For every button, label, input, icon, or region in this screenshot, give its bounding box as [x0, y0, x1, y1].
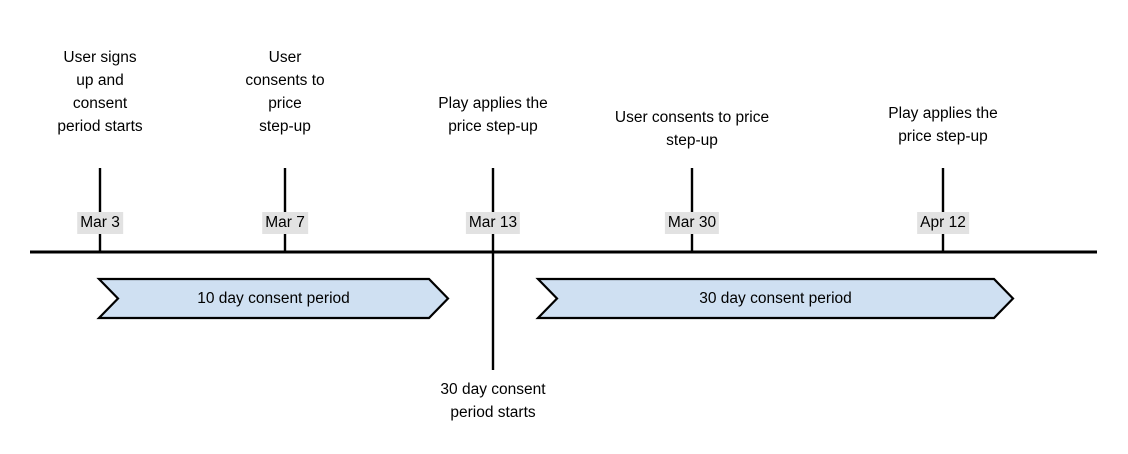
- date-label-apr-12: Apr 12: [917, 212, 969, 234]
- timeline-tick-group: [98, 168, 945, 370]
- date-label-mar-13: Mar 13: [465, 212, 521, 234]
- date-label-mar-7: Mar 7: [262, 212, 308, 234]
- event-caption-mar-30: User consents to price step-up: [614, 109, 770, 149]
- event-caption-apr-12: Play applies the price step-up: [888, 105, 998, 145]
- band-label-band-30-day: 30 day consent period: [699, 289, 852, 307]
- event-caption-mar-7: User consents to price step-up: [245, 49, 325, 135]
- date-label-mar-30: Mar 30: [664, 212, 720, 234]
- date-label-mar-3: Mar 3: [77, 212, 123, 234]
- consent-band-band-30-day: [535, 277, 1015, 320]
- event-caption-mar-3: User signs up and consent period starts: [57, 49, 143, 135]
- band-label-band-10-day: 10 day consent period: [197, 289, 350, 307]
- below-axis-caption-mar-13: 30 day consent period starts: [440, 381, 546, 421]
- event-caption-mar-13: Play applies the price step-up: [438, 95, 548, 135]
- consent-period-band-group: [96, 277, 1015, 320]
- consent-band-band-10-day: [96, 277, 450, 320]
